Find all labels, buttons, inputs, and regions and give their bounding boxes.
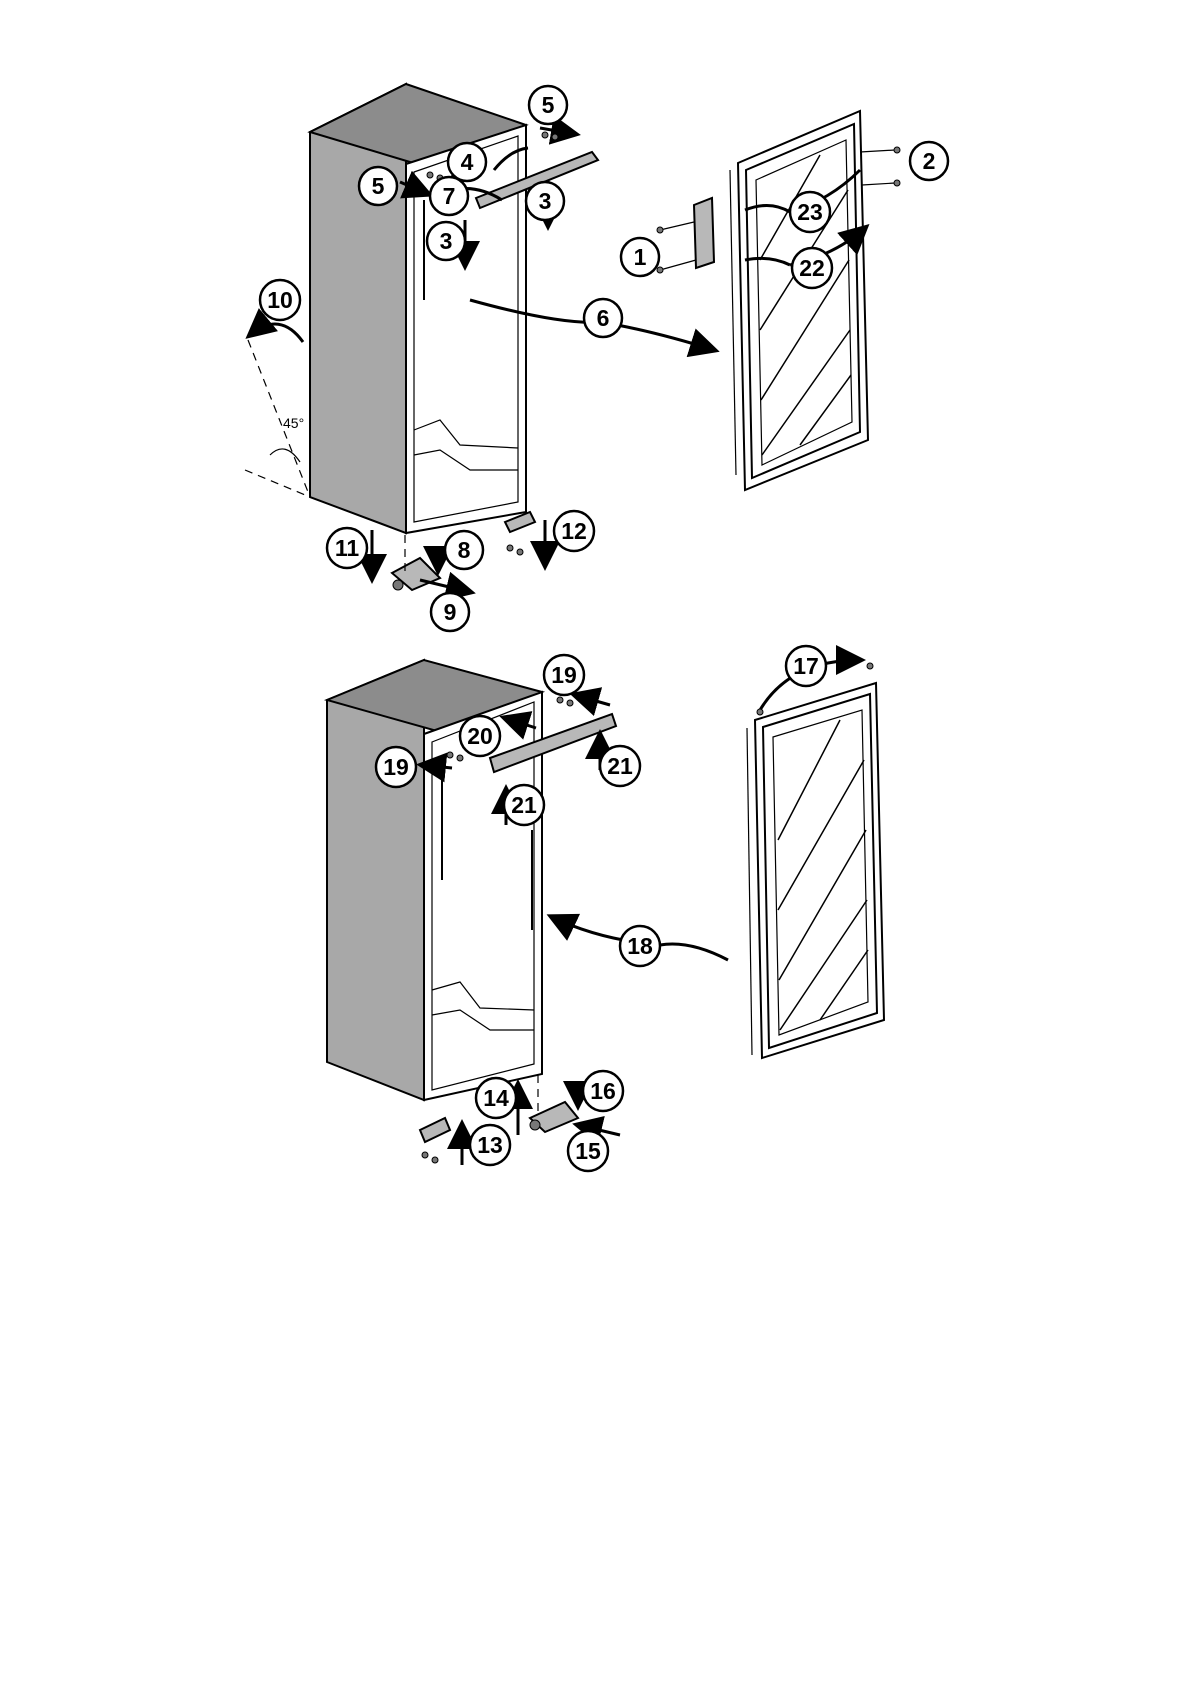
- callout-17: 17: [786, 646, 826, 686]
- tilt-indicator: 45°: [245, 324, 310, 497]
- svg-text:21: 21: [607, 753, 633, 779]
- callout-19b: 19: [376, 747, 416, 787]
- callout-3b: 3: [427, 222, 465, 260]
- callout-6: 6: [584, 299, 622, 337]
- svg-text:18: 18: [627, 933, 653, 959]
- callout-16: 16: [583, 1071, 623, 1111]
- svg-text:4: 4: [461, 149, 474, 175]
- svg-text:17: 17: [793, 653, 819, 679]
- door-before: [657, 111, 900, 490]
- callout-5b: 5: [359, 167, 397, 205]
- cabinet-after: [327, 660, 542, 1100]
- svg-text:15: 15: [575, 1138, 601, 1164]
- callout-8: 8: [445, 531, 483, 569]
- callout-9: 9: [431, 593, 469, 631]
- svg-text:7: 7: [443, 183, 456, 209]
- callout-1: 1: [621, 238, 659, 276]
- svg-text:6: 6: [597, 305, 610, 331]
- svg-text:23: 23: [797, 199, 823, 225]
- callout-10: 10: [260, 280, 300, 320]
- callout-22: 22: [792, 248, 832, 288]
- callout-18: 18: [620, 926, 660, 966]
- svg-text:3: 3: [440, 228, 453, 254]
- callout-12: 12: [554, 511, 594, 551]
- svg-text:3: 3: [539, 188, 552, 214]
- svg-text:12: 12: [561, 518, 587, 544]
- callout-15: 15: [568, 1131, 608, 1171]
- callout-11: 11: [327, 528, 367, 568]
- callout-21b: 21: [504, 785, 544, 825]
- cabinet-before: [310, 84, 526, 533]
- svg-text:16: 16: [590, 1078, 616, 1104]
- svg-text:8: 8: [458, 537, 471, 563]
- angle-label: 45°: [283, 415, 304, 431]
- svg-text:2: 2: [923, 148, 936, 174]
- callout-7: 7: [430, 177, 468, 215]
- svg-text:21: 21: [511, 792, 537, 818]
- callout-23: 23: [790, 192, 830, 232]
- callout-5a: 5: [529, 86, 567, 124]
- svg-text:22: 22: [799, 255, 825, 281]
- callout-2: 2: [910, 142, 948, 180]
- svg-text:13: 13: [477, 1132, 503, 1158]
- svg-text:5: 5: [372, 173, 385, 199]
- callout-14: 14: [476, 1078, 516, 1118]
- svg-text:10: 10: [267, 287, 293, 313]
- callout-4: 4: [448, 143, 486, 181]
- svg-text:11: 11: [335, 535, 360, 561]
- callout-3a: 3: [526, 182, 564, 220]
- callout-13: 13: [470, 1125, 510, 1165]
- callout-20: 20: [460, 716, 500, 756]
- callout-19a: 19: [544, 655, 584, 695]
- svg-text:19: 19: [383, 754, 409, 780]
- svg-text:20: 20: [467, 723, 493, 749]
- svg-text:19: 19: [551, 662, 577, 688]
- svg-text:9: 9: [444, 599, 457, 625]
- svg-text:1: 1: [634, 244, 647, 270]
- svg-text:5: 5: [542, 92, 555, 118]
- door-after: [747, 660, 884, 1058]
- callout-21a: 21: [600, 746, 640, 786]
- svg-text:14: 14: [483, 1085, 509, 1111]
